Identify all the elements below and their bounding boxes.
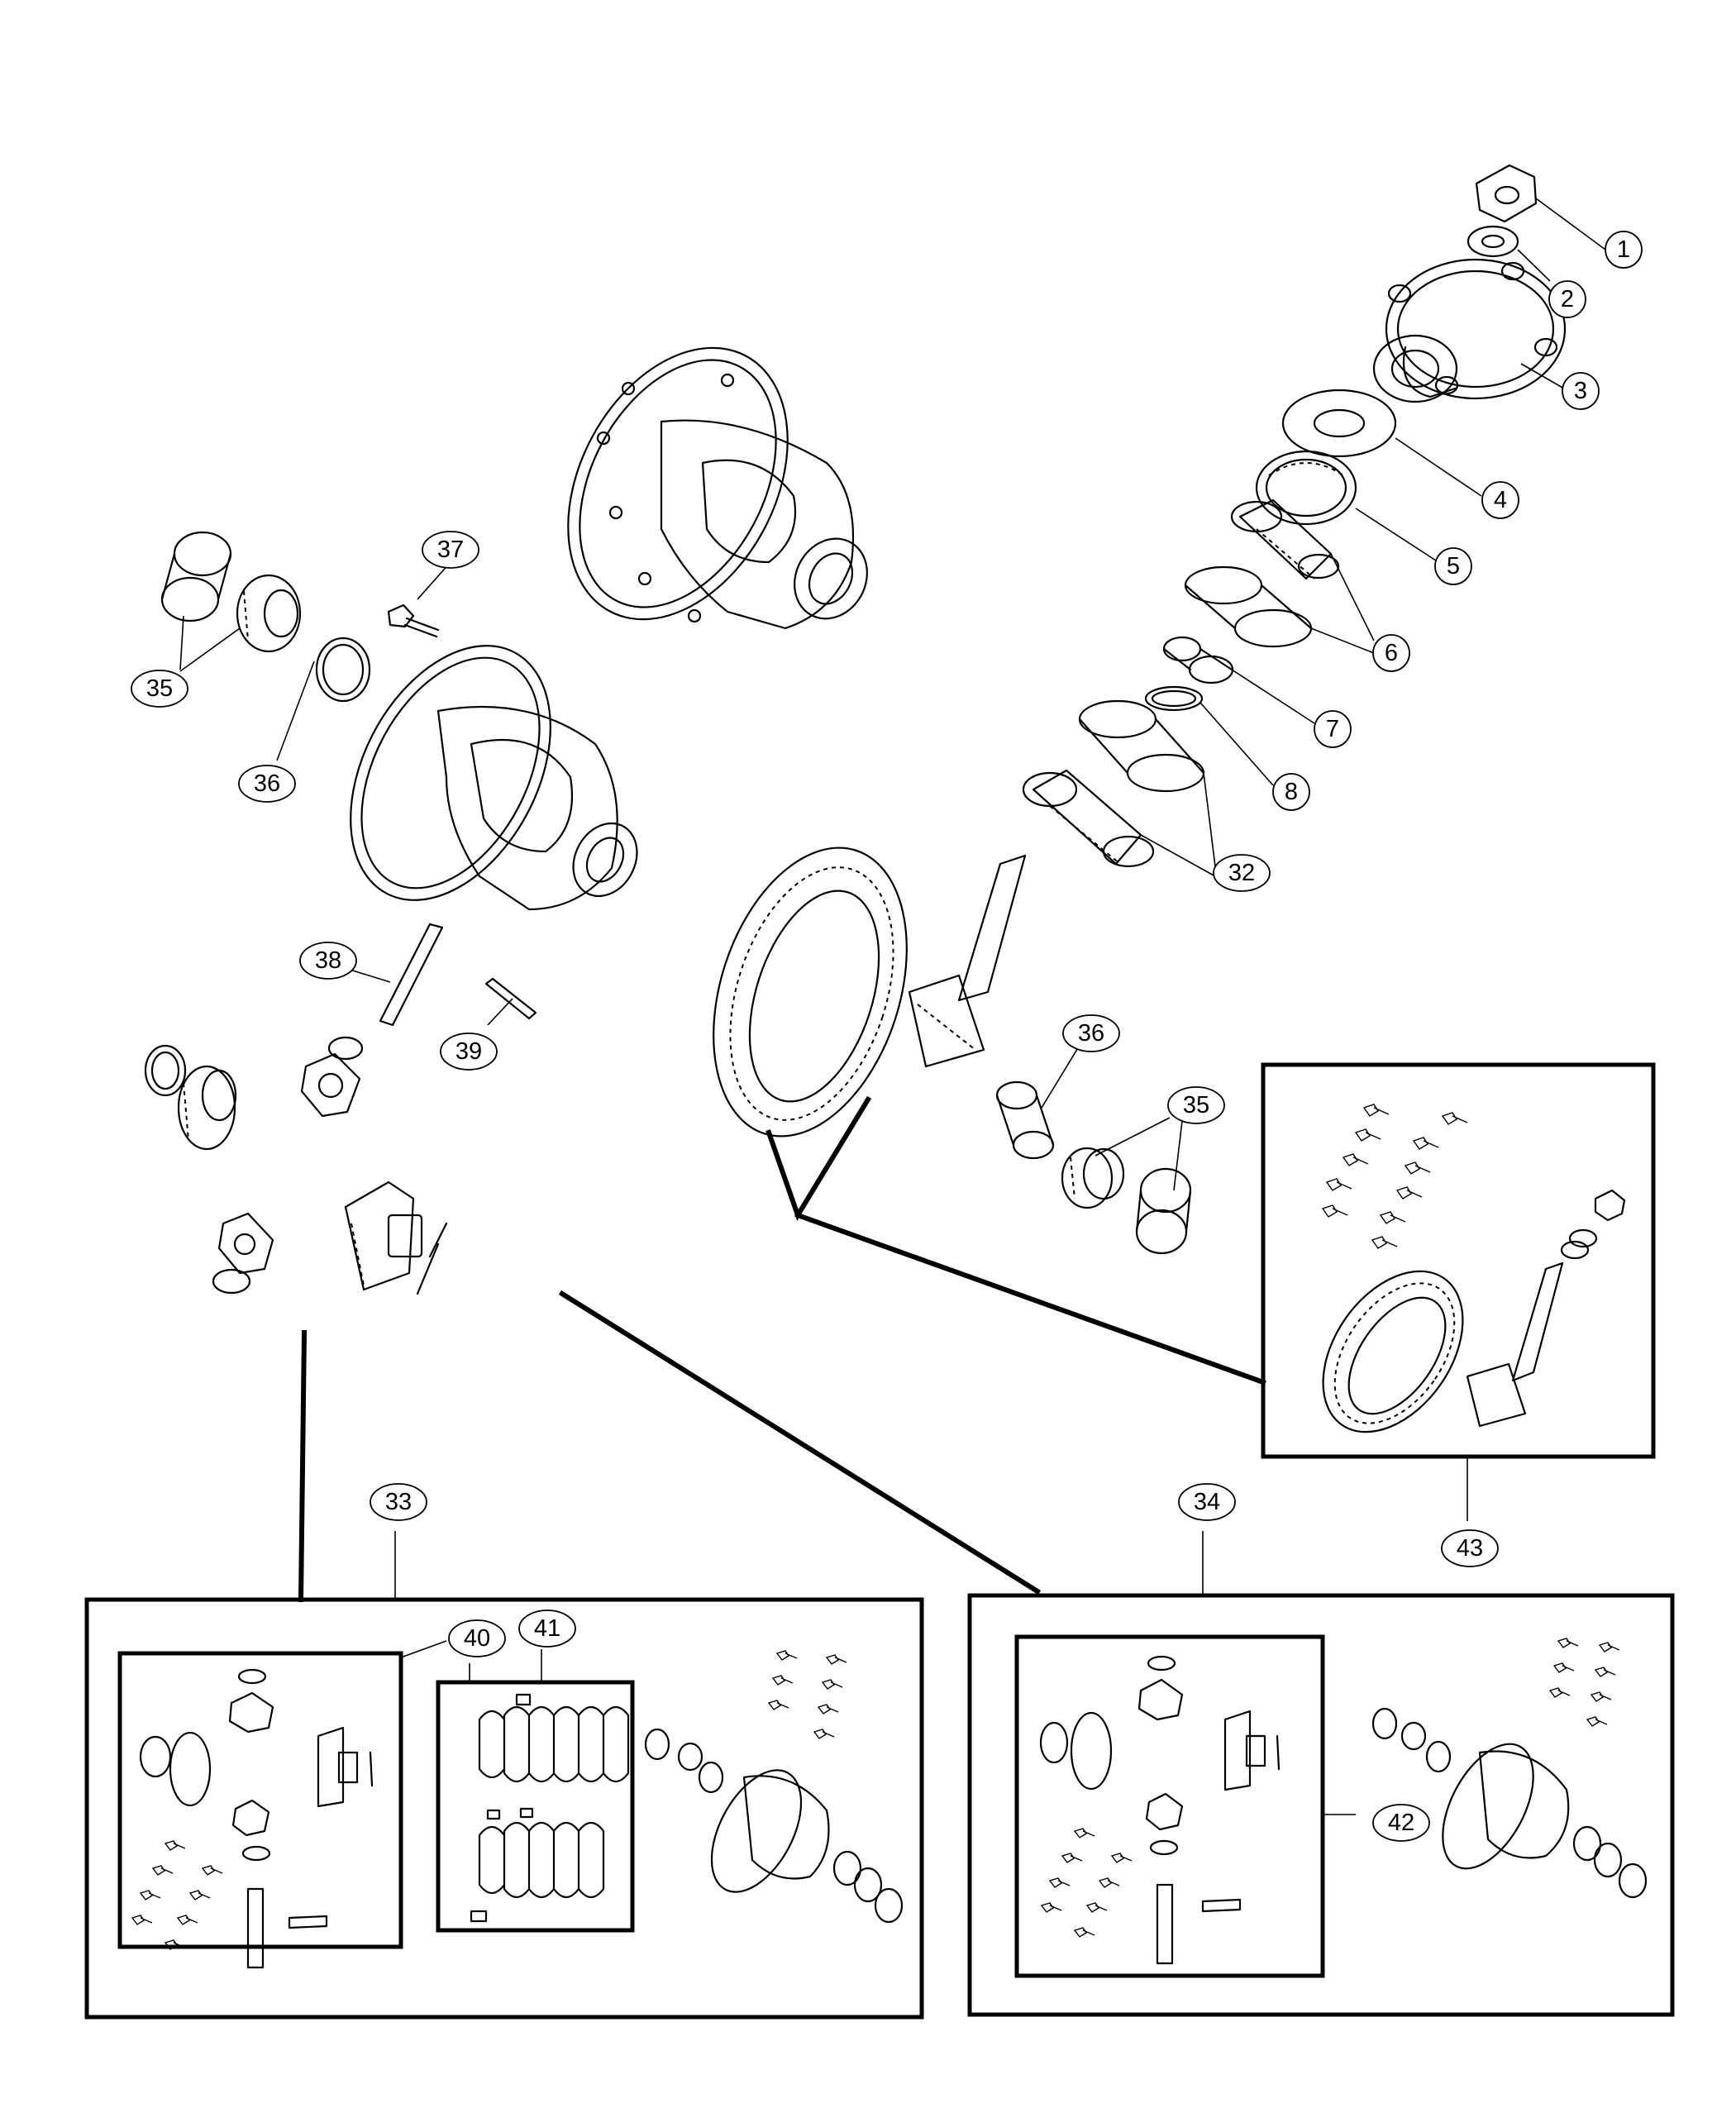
callout-35-left: 35 <box>131 670 188 708</box>
svg-text:42: 42 <box>1388 1810 1414 1836</box>
svg-text:2: 2 <box>1561 286 1574 312</box>
outer-pinion-cup <box>1184 565 1313 648</box>
side-bearing-right <box>1061 1147 1125 1209</box>
pinion-gear-43 <box>1466 1261 1564 1428</box>
ring-gear <box>713 847 908 1137</box>
pinion-mate-gear-b <box>217 1212 274 1275</box>
callout-38: 38 <box>299 942 357 980</box>
callout-40: 40 <box>448 1619 506 1657</box>
callout-36-left: 36 <box>238 765 296 803</box>
svg-text:3: 3 <box>1574 378 1587 404</box>
side-bearing-cup-right <box>995 1080 1055 1160</box>
callout-41: 41 <box>518 1610 576 1648</box>
case-assembly-42 <box>1371 1638 1648 1899</box>
outer-pinion-bearing <box>1230 498 1340 580</box>
pinion-nut-43 <box>1560 1189 1626 1260</box>
svg-text:1: 1 <box>1617 236 1630 263</box>
callout-37: 37 <box>422 531 479 569</box>
callout-5: 5 <box>1434 547 1472 585</box>
roll-pin <box>484 977 537 1020</box>
svg-text:7: 7 <box>1326 716 1339 742</box>
kit-box-34 <box>967 1593 1675 2017</box>
pinion-gear <box>908 854 1027 1068</box>
callout-2: 2 <box>1548 280 1586 318</box>
pinion-mate-gear-a <box>300 1052 361 1118</box>
side-bearing-left <box>236 574 302 653</box>
callout-1: 1 <box>1605 231 1643 269</box>
callout-32: 32 <box>1213 854 1271 892</box>
svg-text:37: 37 <box>437 537 464 563</box>
dust-shield <box>1281 389 1397 458</box>
differential-case-upper <box>567 346 868 630</box>
svg-text:38: 38 <box>315 947 341 974</box>
callout-39: 39 <box>440 1033 498 1071</box>
pinion-mate-washer-a <box>327 1036 364 1061</box>
bolt-set-43 <box>1321 1104 1468 1249</box>
pinion-nut <box>1475 164 1538 223</box>
svg-text:8: 8 <box>1285 779 1298 805</box>
svg-text:35: 35 <box>146 675 173 702</box>
ring-gear-bolt <box>387 603 440 638</box>
callout-34: 34 <box>1178 1483 1236 1521</box>
pinion-flange-yoke <box>1372 258 1567 403</box>
pinion-seal <box>1255 450 1357 526</box>
svg-text:6: 6 <box>1385 640 1398 666</box>
collapsible-spacer <box>1162 636 1234 684</box>
svg-text:43: 43 <box>1457 1535 1483 1562</box>
inner-pinion-cup <box>1078 699 1205 793</box>
clutch-pack-41 <box>470 1693 630 1923</box>
side-bearing-cup-left <box>160 531 232 622</box>
svg-text:36: 36 <box>1078 1020 1104 1047</box>
svg-text:32: 32 <box>1228 860 1255 886</box>
callout-7: 7 <box>1314 710 1352 748</box>
svg-text:4: 4 <box>1494 487 1507 513</box>
svg-text:40: 40 <box>464 1625 490 1652</box>
side-gear-thrust-washer <box>144 1044 187 1097</box>
case-assembly-33 <box>644 1650 904 1924</box>
callout-42: 42 <box>1372 1804 1430 1842</box>
side-gear-left <box>177 1065 237 1151</box>
svg-text:36: 36 <box>254 770 280 797</box>
callout-3: 3 <box>1562 372 1600 410</box>
svg-text:33: 33 <box>385 1489 412 1515</box>
ring-gear-43 <box>1322 1270 1464 1433</box>
pinion-shim <box>1144 685 1204 712</box>
kit-box-43 <box>1261 1062 1656 1459</box>
callout-8: 8 <box>1272 773 1310 811</box>
callout-33: 33 <box>370 1483 427 1521</box>
gear-set-40 <box>131 1668 374 1969</box>
svg-text:34: 34 <box>1194 1489 1220 1515</box>
side-gear-clips <box>416 1222 448 1295</box>
callout-4: 4 <box>1481 481 1519 519</box>
side-bearing-cup-right-2 <box>1135 1167 1192 1255</box>
callout-35-right: 35 <box>1167 1086 1225 1124</box>
inner-pinion-bearing <box>1022 769 1155 868</box>
gear-set-34 <box>1039 1655 1281 1965</box>
svg-text:39: 39 <box>455 1038 482 1065</box>
callout-43: 43 <box>1441 1529 1499 1567</box>
svg-text:5: 5 <box>1447 553 1460 579</box>
callout-36-right: 36 <box>1062 1014 1120 1052</box>
differential-case-lower <box>350 645 638 911</box>
callout-6: 6 <box>1372 634 1410 672</box>
pinion-shaft <box>379 923 444 1027</box>
svg-text:41: 41 <box>534 1615 560 1642</box>
side-gear-right <box>344 1180 423 1291</box>
svg-text:35: 35 <box>1183 1092 1209 1118</box>
kit-box-33 <box>84 1597 924 2020</box>
pinion-mate-washer-b <box>212 1268 251 1295</box>
pinion-washer <box>1467 225 1519 258</box>
side-bearing-shim-left <box>315 637 371 703</box>
